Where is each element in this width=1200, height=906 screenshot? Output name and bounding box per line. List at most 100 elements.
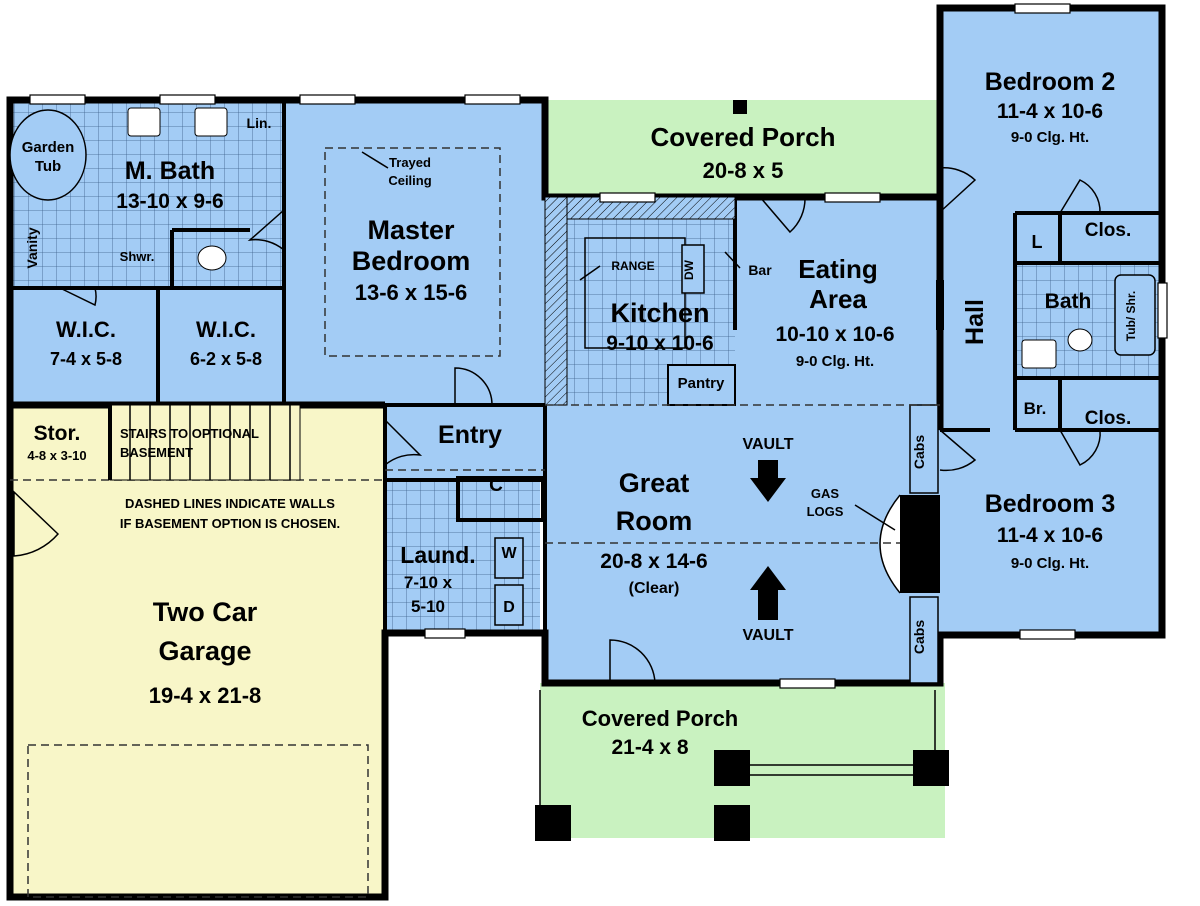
closet-top-area xyxy=(1060,213,1162,263)
washer-label: W xyxy=(501,545,517,562)
leader-lines xyxy=(361,151,896,531)
great-room-clear: (Clear) xyxy=(629,580,680,597)
garage-line1: Two Car xyxy=(153,597,258,627)
master-bedroom-line1: Master xyxy=(367,215,455,245)
cabs-top-label: Cabs xyxy=(911,435,927,469)
dw-box xyxy=(681,244,705,294)
pantry-label: Pantry xyxy=(678,375,725,392)
great-room-area xyxy=(545,405,940,683)
porch-top-name: Covered Porch xyxy=(651,122,836,152)
stairs xyxy=(108,404,301,481)
eating-area-line2: Area xyxy=(809,284,867,314)
labels: Garden Tub Lin. M. Bath 13-10 x 9-6 Vani… xyxy=(22,68,1138,759)
broom-label: Br. xyxy=(1024,399,1047,418)
shower-label: Shwr. xyxy=(120,249,155,264)
master-bath-name: M. Bath xyxy=(125,157,215,185)
porch-vent-icon xyxy=(733,100,747,114)
pantry-box xyxy=(667,364,736,406)
bar-label: Bar xyxy=(748,262,772,278)
bedroom3-name: Bedroom 3 xyxy=(985,490,1116,518)
trayed-label-2: Ceiling xyxy=(388,173,431,188)
vault-bottom-label: VAULT xyxy=(743,627,794,644)
master-bedroom-line2: Bedroom xyxy=(352,246,471,276)
eating-area-ceiling: 9-0 Clg. Ht. xyxy=(796,353,874,370)
laundry-size-2: 5-10 xyxy=(411,597,445,616)
sink-icon xyxy=(127,107,161,137)
eating-area-fill xyxy=(735,197,940,405)
eating-area-size: 10-10 x 10-6 xyxy=(775,323,894,346)
laundry-name: Laund. xyxy=(400,542,475,568)
dryer-icon xyxy=(494,584,524,626)
master-bedroom-area xyxy=(284,100,546,405)
toilet-icon xyxy=(1067,328,1093,352)
dw-label: DW xyxy=(682,259,696,280)
laundry-size-1: 7-10 x xyxy=(404,573,453,592)
wic1-area xyxy=(10,288,158,405)
range-label: RANGE xyxy=(611,259,654,273)
entry-area xyxy=(385,405,545,480)
kitchen-size: 9-10 x 10-6 xyxy=(606,332,713,355)
garden-tub-label-2: Tub xyxy=(35,158,61,175)
garage-size: 19-4 x 21-8 xyxy=(149,683,262,708)
dryer-label: D xyxy=(503,599,515,616)
fireplace xyxy=(900,495,940,593)
toilet-icon xyxy=(197,245,227,271)
hall-divider xyxy=(936,280,944,330)
entry-label: Entry xyxy=(438,421,502,449)
vault-top-label: VAULT xyxy=(743,436,794,453)
kitchen-name: Kitchen xyxy=(610,298,709,328)
broom-area xyxy=(1015,378,1060,430)
gas-logs-2: LOGS xyxy=(807,504,844,519)
garden-tub-icon xyxy=(9,109,87,201)
hall-label: Hall xyxy=(961,299,989,345)
trayed-label-1: Trayed xyxy=(389,155,431,170)
bath-label: Bath xyxy=(1045,290,1092,313)
tub-icon xyxy=(1114,274,1156,356)
hearth xyxy=(879,494,901,594)
porch-post xyxy=(535,805,571,841)
dashed-note-2: IF BASEMENT OPTION IS CHOSEN. xyxy=(120,516,340,531)
vanity-label: Vanity xyxy=(24,227,40,268)
porch-post xyxy=(714,805,750,841)
coat-closet-box xyxy=(456,476,545,522)
shower-area xyxy=(110,230,165,285)
great-room-size: 20-8 x 14-6 xyxy=(600,550,707,573)
coat-closet-label: C xyxy=(489,475,503,496)
doors xyxy=(13,167,1101,684)
storage-size: 4-8 x 3-10 xyxy=(27,448,86,463)
linen-small-area xyxy=(1015,213,1060,263)
eating-area-line1: Eating xyxy=(798,254,877,284)
porch-post xyxy=(913,750,949,786)
porch-top-area xyxy=(545,100,940,197)
fixtures xyxy=(9,100,1156,626)
hall-area xyxy=(940,213,1015,430)
linen-small-label: L xyxy=(1032,232,1043,252)
porch-top-size: 20-8 x 5 xyxy=(703,158,784,183)
bedroom2-ceiling: 9-0 Clg. Ht. xyxy=(1011,129,1089,146)
stairs-label-2: BASEMENT xyxy=(120,445,193,460)
garage-area xyxy=(10,405,385,897)
wic2-name: W.I.C. xyxy=(196,317,256,342)
porch-post xyxy=(714,750,750,786)
wic2-area xyxy=(158,288,284,405)
cabs-bottom-label: Cabs xyxy=(911,620,927,654)
storage-name: Stor. xyxy=(34,422,81,445)
garage-line2: Garage xyxy=(158,636,251,666)
master-bath-size: 13-10 x 9-6 xyxy=(116,190,223,213)
bedroom3-ceiling: 9-0 Clg. Ht. xyxy=(1011,555,1089,572)
closet-bottom-area xyxy=(1060,378,1162,430)
garden-tub-label-1: Garden xyxy=(22,139,75,156)
sink-icon xyxy=(194,107,228,137)
gas-logs-1: GAS xyxy=(811,486,840,501)
great-room-line2: Room xyxy=(616,506,693,536)
vault-arrow-up-icon xyxy=(750,566,786,620)
porch-bottom-size: 21-4 x 8 xyxy=(611,736,688,759)
porch-bottom-name: Covered Porch xyxy=(582,706,739,731)
vault-arrow-down-icon xyxy=(750,460,786,502)
bedroom3-area xyxy=(940,430,1162,635)
kitchen-counter xyxy=(544,196,568,406)
closet-bottom-label: Clos. xyxy=(1085,408,1131,429)
windows xyxy=(29,3,1168,689)
bedroom3-size: 11-4 x 10-6 xyxy=(997,524,1103,547)
